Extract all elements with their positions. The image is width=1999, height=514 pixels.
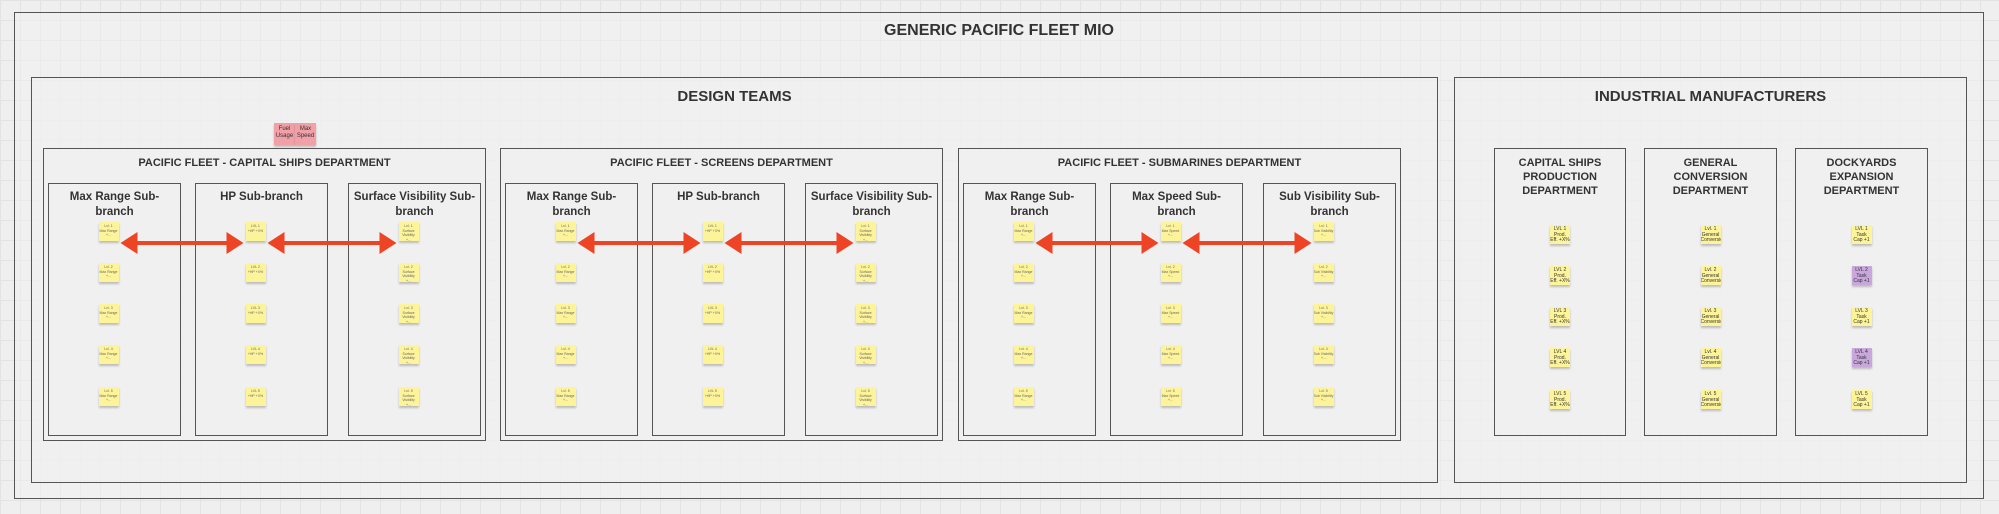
upgrade-note[interactable]: Lvl. 5 Sub Visibility +... [1313, 387, 1334, 406]
sub-branch-title: HP Sub-branch [677, 191, 760, 203]
upgrade-note[interactable]: LVL 3 +HP +X% [245, 304, 266, 323]
production-note[interactable]: Lvl. 3 General Conversion +... [1700, 307, 1721, 326]
upgrade-note[interactable]: Lvl. 4 Surface Visibility +... [855, 345, 876, 364]
upgrade-note[interactable]: Lvl. 1 Surface Visibility +... [855, 222, 876, 241]
board-title: GENERIC PACIFIC FLEET MIO [884, 22, 1114, 39]
upgrade-note[interactable]: Lvl. 3 Surface Visibility +... [398, 304, 419, 323]
production-note[interactable]: LVL 2 Prod. Eff. +X% [1550, 266, 1570, 285]
production-note[interactable]: LVL 5 Prod. Eff. +X% [1550, 390, 1570, 409]
production-note[interactable]: LVL 2 Task Cap +1 [1851, 266, 1872, 285]
industrial-department-3-title: DOCKYARDS EXPANSION DEPARTMENT [1823, 157, 1900, 197]
upgrade-note[interactable]: Lvl. 3 Max Speed +... [1160, 304, 1181, 323]
production-note[interactable]: Lvl. 4 General Conversion +... [1700, 348, 1721, 367]
upgrade-note[interactable]: LVL 2 +HP +X% [245, 263, 266, 282]
upgrade-note[interactable]: LVL 4 +HP +X% [702, 345, 723, 364]
legend-note[interactable]: Max Speed [295, 123, 316, 145]
upgrade-note[interactable]: LVL 1 +HP +X% [245, 222, 266, 241]
upgrade-note[interactable]: Lvl. 1 Max Range +... [555, 222, 576, 241]
bidirectional-arrow[interactable] [267, 232, 397, 254]
sub-branch-title: Surface Visibility Sub-branch [353, 191, 476, 218]
sub-branch-title: Max Range Sub-branch [69, 191, 160, 218]
upgrade-note[interactable]: Lvl. 1 Max Speed +... [1160, 222, 1181, 241]
bidirectional-arrow[interactable] [1035, 232, 1159, 254]
production-note[interactable]: LVL 3 Task Cap +1 [1851, 307, 1872, 326]
bidirectional-arrow[interactable] [120, 232, 244, 254]
upgrade-note[interactable]: Lvl. 4 Max Range +... [1013, 345, 1034, 364]
industrial-department-1[interactable]: CAPITAL SHIPS PRODUCTION DEPARTMENT [1494, 148, 1626, 436]
production-note[interactable]: Lvl. 5 General Conversion +... [1700, 390, 1721, 409]
sub-branch-title: Max Range Sub-branch [526, 191, 617, 218]
upgrade-note[interactable]: Lvl. 2 Max Range +... [555, 263, 576, 282]
design-department-1-title: PACIFIC FLEET - CAPITAL SHIPS DEPARTMENT [138, 157, 391, 169]
upgrade-note[interactable]: Lvl. 4 Max Speed +... [1160, 345, 1181, 364]
design-department-3-title: PACIFIC FLEET - SUBMARINES DEPARTMENT [1057, 157, 1302, 169]
upgrade-note[interactable]: Lvl. 3 Surface Visibility +... [855, 304, 876, 323]
upgrade-note[interactable]: LVL 2 +HP +X% [702, 263, 723, 282]
sub-branch-title: Sub Visibility Sub-branch [1279, 191, 1380, 218]
upgrade-note[interactable]: Lvl. 2 Max Speed +... [1160, 263, 1181, 282]
upgrade-note[interactable]: Lvl. 2 Max Range +... [98, 263, 119, 282]
design-department-2-title: PACIFIC FLEET - SCREENS DEPARTMENT [610, 157, 833, 169]
upgrade-note[interactable]: Lvl. 5 Max Range +... [1013, 387, 1034, 406]
upgrade-note[interactable]: Lvl. 2 Surface Visibility +... [855, 263, 876, 282]
upgrade-note[interactable]: Lvl. 4 Max Range +... [555, 345, 576, 364]
bidirectional-arrow[interactable] [577, 232, 701, 254]
production-note[interactable]: Lvl. 1 General Conversion +... [1700, 225, 1721, 244]
upgrade-note[interactable]: Lvl. 3 Max Range +... [1013, 304, 1034, 323]
sub-branch-title: HP Sub-branch [220, 191, 303, 203]
legend-note[interactable]: Fuel Usage [274, 123, 295, 145]
sub-branch-title: Surface Visibility Sub-branch [810, 191, 933, 218]
upgrade-note[interactable]: Lvl. 3 Sub Visibility +... [1313, 304, 1334, 323]
upgrade-note[interactable]: Lvl. 1 Sub Visibility +... [1313, 222, 1334, 241]
production-note[interactable]: LVL 1 Task Cap +1 [1851, 225, 1872, 244]
upgrade-note[interactable]: Lvl. 5 Max Speed +... [1160, 387, 1181, 406]
upgrade-note[interactable]: Lvl. 1 Max Range +... [98, 222, 119, 241]
upgrade-note[interactable]: Lvl. 3 Max Range +... [555, 304, 576, 323]
upgrade-note[interactable]: Lvl. 5 Max Range +... [555, 387, 576, 406]
upgrade-note[interactable]: LVL 5 +HP +X% [245, 387, 266, 406]
upgrade-note[interactable]: Lvl. 5 Surface Visibility +... [398, 387, 419, 406]
design-teams-group-title: DESIGN TEAMS [677, 88, 792, 105]
industrial-manufacturers-group-title: INDUSTRIAL MANUFACTURERS [1594, 88, 1827, 105]
upgrade-note[interactable]: Lvl. 4 Max Range +... [98, 345, 119, 364]
upgrade-note[interactable]: Lvl. 2 Sub Visibility +... [1313, 263, 1334, 282]
upgrade-note[interactable]: LVL 4 +HP +X% [245, 345, 266, 364]
bidirectional-arrow[interactable] [1182, 232, 1312, 254]
sub-branch-title: Max Speed Sub-branch [1132, 191, 1221, 218]
industrial-department-2-title: GENERAL CONVERSION DEPARTMENT [1672, 157, 1749, 197]
upgrade-note[interactable]: Lvl. 1 Surface Visibility +... [398, 222, 419, 241]
upgrade-note[interactable]: Lvl. 5 Max Range +... [98, 387, 119, 406]
production-note[interactable]: LVL 1 Prod. Eff. +X% [1550, 225, 1570, 244]
upgrade-note[interactable]: Lvl. 2 Surface Visibility +... [398, 263, 419, 282]
upgrade-note[interactable]: LVL 5 +HP +X% [702, 387, 723, 406]
upgrade-note[interactable]: LVL 1 +HP +X% [702, 222, 723, 241]
industrial-department-3[interactable]: DOCKYARDS EXPANSION DEPARTMENT [1795, 148, 1928, 436]
production-note[interactable]: LVL 4 Prod. Eff. +X% [1550, 348, 1570, 367]
production-note[interactable]: LVL 4 Task Cap +1 [1851, 348, 1872, 367]
upgrade-note[interactable]: Lvl. 4 Surface Visibility +... [398, 345, 419, 364]
production-note[interactable]: LVL 3 Prod. Eff. +X% [1550, 307, 1570, 326]
upgrade-note[interactable]: Lvl. 5 Surface Visibility +... [855, 387, 876, 406]
production-note[interactable]: LVL 5 Task Cap +1 [1851, 390, 1872, 409]
bidirectional-arrow[interactable] [724, 232, 854, 254]
upgrade-note[interactable]: Lvl. 2 Max Range +... [1013, 263, 1034, 282]
upgrade-note[interactable]: Lvl. 4 Sub Visibility +... [1313, 345, 1334, 364]
industrial-department-2[interactable]: GENERAL CONVERSION DEPARTMENT [1644, 148, 1777, 436]
industrial-department-1-title: CAPITAL SHIPS PRODUCTION DEPARTMENT [1518, 157, 1602, 197]
upgrade-note[interactable]: LVL 3 +HP +X% [702, 304, 723, 323]
upgrade-note[interactable]: Lvl. 3 Max Range +... [98, 304, 119, 323]
production-note[interactable]: Lvl. 2 General Conversion +... [1700, 266, 1721, 285]
sub-branch-title: Max Range Sub-branch [984, 191, 1075, 218]
upgrade-note[interactable]: Lvl. 1 Max Range +... [1013, 222, 1034, 241]
